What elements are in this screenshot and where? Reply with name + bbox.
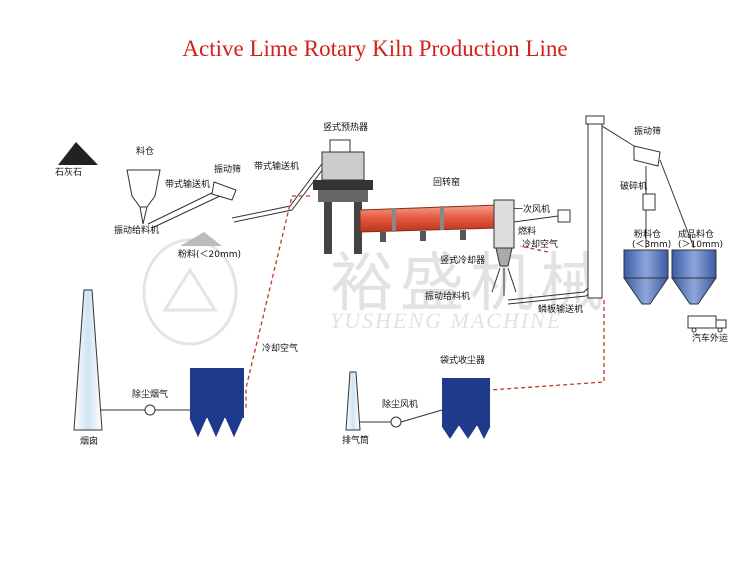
exhaust-stack — [345, 371, 361, 431]
label-dust-flue: 除尘烟气 — [132, 390, 169, 400]
label-vib-screen1: 振动筛 — [214, 165, 242, 175]
dust-fan-2 — [390, 416, 402, 428]
truck-icon — [687, 315, 727, 333]
label-belt2: 带式输送机 — [254, 162, 300, 172]
hopper — [126, 169, 161, 225]
label-exhaust-stack: 排气筒 — [342, 436, 370, 446]
label-chimney: 烟囱 — [80, 437, 99, 447]
silo-powder — [623, 249, 669, 305]
label-primary-fan: 一次风机 — [514, 205, 551, 215]
dust-fan-1 — [144, 404, 156, 416]
exhaust-line — [360, 409, 443, 423]
preheater — [313, 139, 373, 254]
cooling-air-lines — [245, 195, 605, 410]
bag-filter — [441, 378, 491, 440]
label-powder-bin-size: (＜3mm) — [632, 240, 672, 250]
label-product-bin: 成品料仓 — [678, 230, 715, 240]
label-limestone: 石灰石 — [55, 168, 83, 178]
label-vib-feeder2: 振动给料机 — [425, 292, 471, 302]
vibrating-screen-1 — [211, 181, 237, 201]
fines-pile — [180, 232, 222, 246]
label-fines: 粉料(＜20mm) — [178, 250, 242, 260]
apron-conveyor — [507, 279, 601, 305]
limestone-pile — [58, 142, 98, 165]
label-vertical-cooler: 竖式冷却器 — [440, 256, 486, 266]
watermark-cn: 裕盛机械 — [330, 248, 610, 319]
label-apron-conveyor: 鳞板输送机 — [538, 305, 584, 315]
label-crusher: 破碎机 — [620, 182, 648, 192]
rotary-kiln — [359, 204, 499, 242]
crusher — [642, 193, 656, 211]
label-bag-filter: 袋式收尘器 — [440, 356, 486, 366]
chimney — [73, 289, 103, 431]
watermark-en: YUSHENG MACHINE — [330, 308, 563, 333]
bucket-elevator — [585, 115, 635, 299]
label-fuel: 燃料 — [518, 227, 537, 237]
primary-fan — [557, 209, 571, 223]
label-vib-screen2: 振动筛 — [634, 127, 662, 137]
label-cooling-air2: 冷却空气 — [262, 344, 299, 354]
label-vib-feeder1: 振动给料机 — [114, 226, 160, 236]
page-title: Active Lime Rotary Kiln Production Line — [182, 36, 568, 61]
label-rotary-kiln: 回转窑 — [433, 178, 461, 188]
label-preheater: 竖式预热器 — [323, 123, 369, 133]
label-truck: 汽车外运 — [692, 334, 729, 344]
vertical-cooler — [491, 199, 517, 296]
label-product-bin-size: (＞10mm) — [678, 240, 724, 250]
silo-feed-lines — [645, 159, 695, 249]
label-hopper: 料仓 — [136, 147, 155, 157]
label-dust-fan: 除尘风机 — [382, 400, 419, 410]
silo-product — [671, 249, 717, 305]
vibrating-screen-2 — [633, 145, 661, 167]
label-powder-bin: 粉料仓 — [634, 230, 662, 240]
label-cooling-air1: 冷却空气 — [522, 240, 559, 250]
dust-collector-1 — [189, 368, 244, 438]
belt-conveyor-1 — [147, 189, 221, 229]
label-belt1: 带式输送机 — [165, 180, 211, 190]
fan-duct — [513, 215, 559, 223]
watermark-logo — [142, 238, 238, 346]
